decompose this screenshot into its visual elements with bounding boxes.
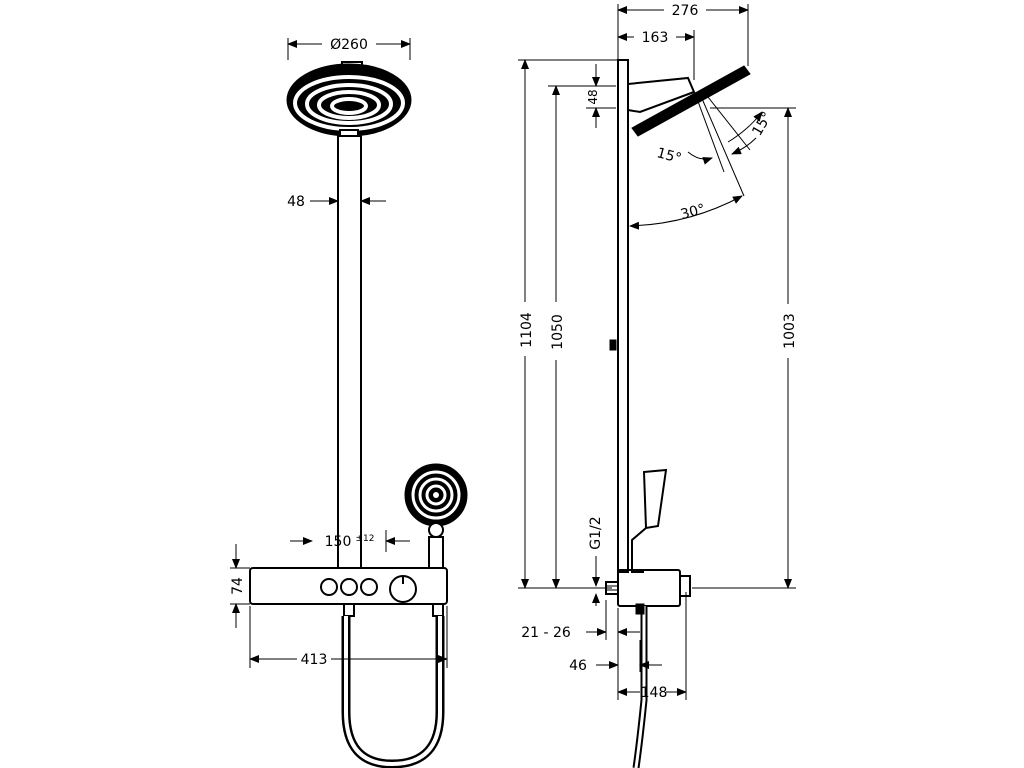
hand-shower-front <box>404 463 468 569</box>
shower-arm-side <box>627 76 696 114</box>
overhead-shower-head-side <box>631 65 751 137</box>
dim-depth-bottom: 148 <box>641 685 668 701</box>
dim-thermostat-width: 413 <box>301 652 328 668</box>
dim-overall-depth: 276 <box>672 3 699 19</box>
dim-head-thickness: 48 <box>586 89 600 104</box>
dim-angle-total: 30° <box>679 201 707 223</box>
front-dimensions: Ø260 48 150 ±12 74 413 <box>230 37 448 668</box>
riser-pipe-front <box>337 135 362 569</box>
dim-total-height: 1104 <box>519 312 535 348</box>
overhead-shower-head-front <box>286 61 412 137</box>
side-view <box>605 59 751 768</box>
dim-wall-offset: 21 - 26 <box>521 625 571 641</box>
dim-pipe-width: 48 <box>287 194 305 210</box>
riser-bar-side <box>617 59 629 573</box>
front-view <box>249 61 468 768</box>
dim-bar-offset: 46 <box>569 658 587 674</box>
dim-head-height: 1050 <box>550 314 566 350</box>
dim-hand-spacing: 150 <box>325 534 352 550</box>
dim-thread: G1/2 <box>588 516 604 549</box>
thermostat-front <box>249 567 448 617</box>
side-dimensions: 276 163 48 15° 15° 30° 1104 1050 <box>518 3 798 701</box>
dim-angle-left: 15° <box>655 145 683 167</box>
hand-shower-side <box>631 468 668 573</box>
dim-angle-right: 15° <box>749 109 775 139</box>
dim-outlet-height: 1003 <box>782 313 798 349</box>
dim-head-diameter: Ø260 <box>330 37 368 53</box>
dim-thermostat-height: 74 <box>230 577 246 595</box>
hose-front <box>341 616 445 768</box>
dim-arm-length: 163 <box>642 30 669 46</box>
dim-hand-spacing-tolerance: ±12 <box>356 534 375 544</box>
thermostat-side <box>617 569 681 607</box>
